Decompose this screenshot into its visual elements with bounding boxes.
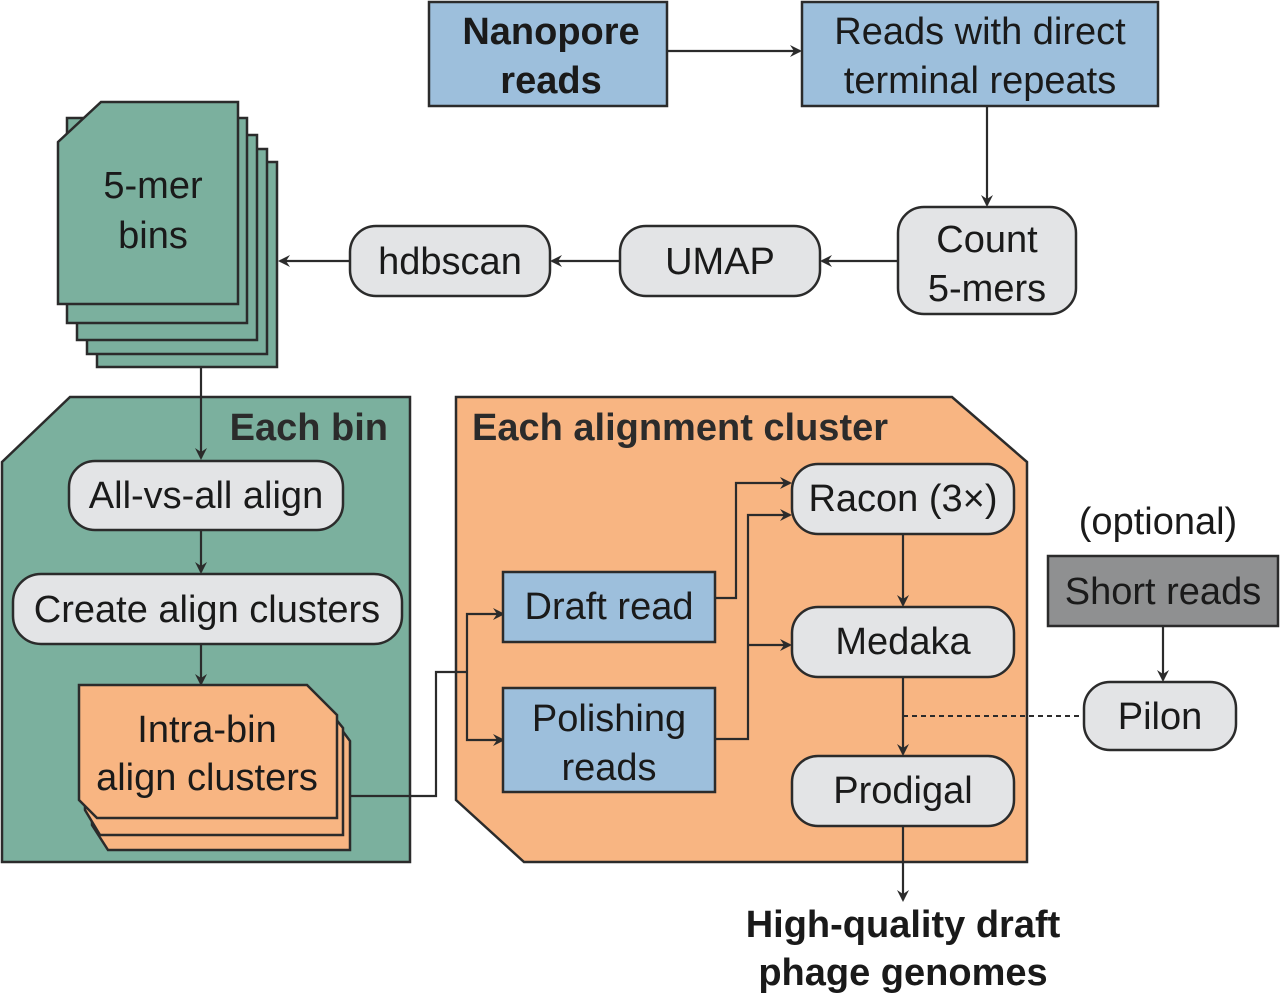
node-count-5mers[interactable]: Count 5-mers: [896, 205, 1078, 316]
node-pilon-label: Pilon: [1118, 696, 1203, 738]
node-count-5mers-line2: 5-mers: [928, 268, 1046, 310]
node-short-reads-label: Short reads: [1065, 571, 1261, 613]
node-prodigal[interactable]: Prodigal: [790, 754, 1016, 828]
node-direct-terminal-repeats[interactable]: Reads with direct terminal repeats: [800, 0, 1160, 108]
node-short-reads[interactable]: Short reads: [1046, 554, 1280, 628]
node-umap[interactable]: UMAP: [618, 224, 822, 298]
node-count-5mers-line1: Count: [936, 219, 1038, 261]
node-racon-label: Racon (3×): [808, 478, 997, 520]
output-label: High-quality draft phage genomes: [746, 904, 1061, 994]
node-5mer-bins-line2: bins: [118, 215, 188, 257]
node-all-vs-all-align[interactable]: All-vs-all align: [67, 459, 345, 532]
node-polishing-reads-line1: Polishing: [532, 698, 686, 740]
node-medaka-label: Medaka: [835, 621, 971, 663]
node-5mer-bins[interactable]: 5-mer bins: [56, 100, 279, 369]
node-intra-bin-clusters-line1: Intra-bin: [137, 709, 276, 751]
node-nanopore-reads[interactable]: Nanopore reads: [427, 0, 669, 108]
edge-polishing-to-racon: [715, 509, 792, 741]
node-intra-bin-clusters[interactable]: Intra-bin align clusters: [77, 683, 352, 852]
node-hdbscan-label: hdbscan: [378, 241, 522, 283]
edge-to-polishing-reads: [465, 672, 505, 746]
node-medaka[interactable]: Medaka: [790, 605, 1016, 679]
node-nanopore-reads-line2: reads: [500, 60, 601, 102]
node-all-vs-all-align-label: All-vs-all align: [89, 475, 323, 517]
node-prodigal-label: Prodigal: [833, 770, 972, 812]
output-label-line1: High-quality draft: [746, 904, 1061, 946]
node-create-align-clusters-label: Create align clusters: [34, 589, 380, 631]
node-pilon[interactable]: Pilon: [1082, 680, 1238, 752]
group-each-bin-title: Each bin: [230, 407, 388, 449]
node-intra-bin-clusters-line2: align clusters: [96, 757, 318, 799]
node-hdbscan[interactable]: hdbscan: [348, 224, 552, 298]
edge-to-draft-read: [465, 608, 505, 672]
edge-draft-to-racon: [715, 477, 792, 600]
node-polishing-reads[interactable]: Polishing reads: [501, 686, 717, 794]
optional-label: (optional): [1079, 501, 1237, 543]
edge-intra-to-cluster: [350, 670, 467, 798]
node-nanopore-reads-line1: Nanopore: [462, 11, 639, 53]
node-draft-read[interactable]: Draft read: [501, 570, 717, 644]
node-direct-terminal-repeats-line2: terminal repeats: [844, 60, 1116, 102]
node-5mer-bins-line1: 5-mer: [103, 165, 203, 207]
node-direct-terminal-repeats-line1: Reads with direct: [834, 11, 1126, 53]
node-create-align-clusters[interactable]: Create align clusters: [11, 572, 404, 646]
node-polishing-reads-line2: reads: [561, 747, 656, 789]
node-draft-read-label: Draft read: [525, 586, 694, 628]
node-racon[interactable]: Racon (3×): [790, 462, 1016, 536]
node-umap-label: UMAP: [665, 241, 775, 283]
group-each-alignment-cluster-title: Each alignment cluster: [472, 407, 888, 449]
output-label-line2: phage genomes: [758, 952, 1047, 994]
